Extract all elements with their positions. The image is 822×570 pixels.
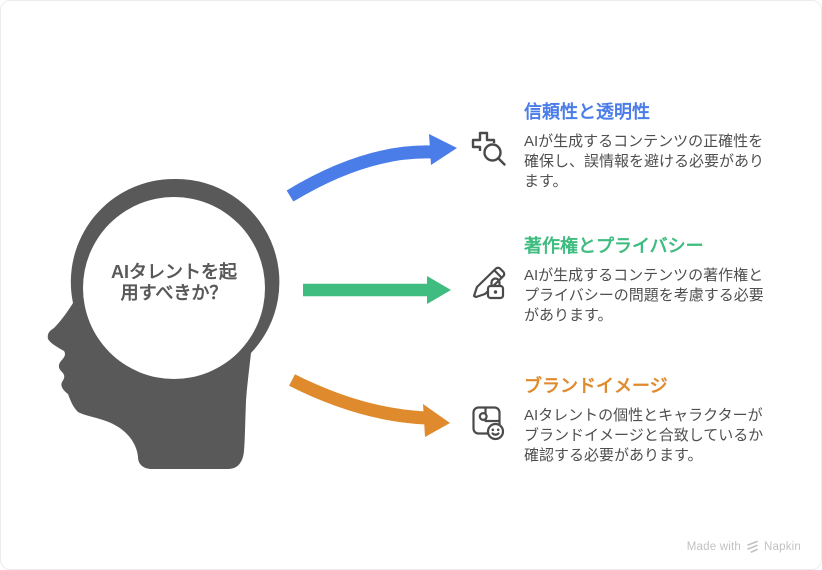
head-question: AIタレントを起 用すべきか？ [74, 262, 274, 304]
watermark: Made with Napkin [687, 540, 801, 553]
section-body: AIが生成するコンテンツの正確性を確保し、誤情報を避ける必要があります。 [524, 133, 765, 190]
arrow-brand [289, 374, 450, 437]
watermark-made-with: Made with [686, 540, 741, 553]
head-question-line2: 用すべきか？ [120, 283, 228, 303]
watermark-brand: Napkin [764, 540, 801, 553]
section-copyright: 著作権とプライバシー AIが生成するコンテンツの著作権とプライバシーの問題を考慮… [471, 235, 791, 326]
pencil-lock-icon [471, 265, 507, 303]
puzzle-smiley-icon [471, 405, 507, 443]
arrow-reliability [286, 134, 457, 202]
section-reliability: 信頼性と透明性 AIが生成するコンテンツの正確性を確保し、誤情報を避ける必要があ… [471, 101, 791, 192]
napkin-logo-icon [747, 540, 758, 553]
section-title: ブランドイメージ [524, 376, 668, 396]
section-body: AIタレントの個性とキャラクターがブランドイメージと合致しているか確認する必要が… [524, 407, 764, 464]
head-question-line1: AIタレントを起 [111, 262, 237, 282]
plus-magnifier-icon [471, 131, 507, 169]
section-body: AIが生成するコンテンツの著作権とプライバシーの問題を考慮する必要があります。 [524, 267, 764, 324]
section-title: 信頼性と透明性 [524, 102, 650, 122]
section-title: 著作権とプライバシー [524, 236, 704, 256]
section-brand: ブランドイメージ AIタレントの個性とキャラクターがブランドイメージと合致してい… [471, 375, 791, 466]
arrow-copyright [303, 276, 451, 304]
head-thought-circle [83, 197, 265, 379]
